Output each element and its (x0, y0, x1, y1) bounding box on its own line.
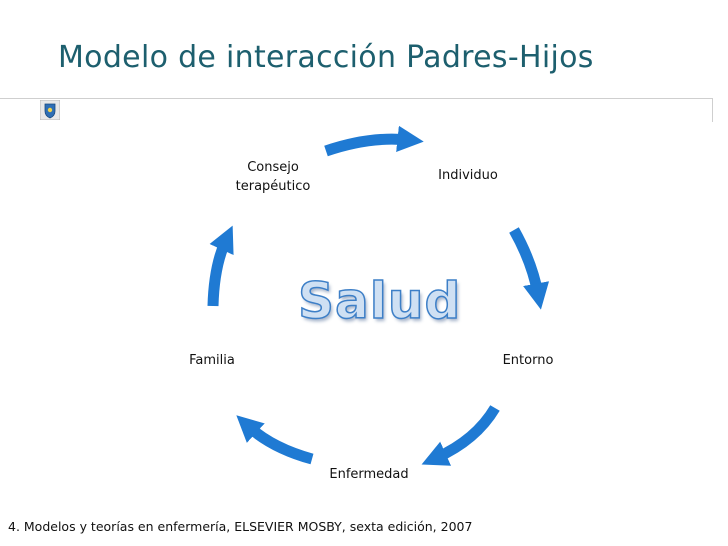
cycle-arrow-4 (236, 415, 314, 465)
title-divider (0, 98, 712, 99)
logo-icon (39, 99, 61, 121)
title-divider-right (712, 98, 713, 122)
citation-text: 4. Modelos y teorías en enfermería, ELSE… (8, 519, 473, 534)
node-consejo-line1: Consejo (247, 160, 299, 175)
node-consejo-line2: terapéutico (235, 179, 311, 194)
node-entorno: Entorno (502, 353, 554, 368)
cycle-arrow-1 (324, 125, 424, 157)
node-individuo: Individuo (438, 168, 498, 183)
node-consejo-terapeutico: Consejo terapéutico (228, 158, 318, 196)
cycle-arrow-5 (207, 225, 234, 307)
cycle-arrow-2 (509, 227, 550, 310)
node-familia: Familia (189, 353, 235, 368)
center-label-salud: Salud (297, 271, 462, 331)
slide-title: Modelo de interacción Padres-Hijos (58, 40, 594, 75)
node-enfermedad: Enfermedad (329, 467, 409, 482)
cycle-arrow-3 (421, 405, 500, 466)
